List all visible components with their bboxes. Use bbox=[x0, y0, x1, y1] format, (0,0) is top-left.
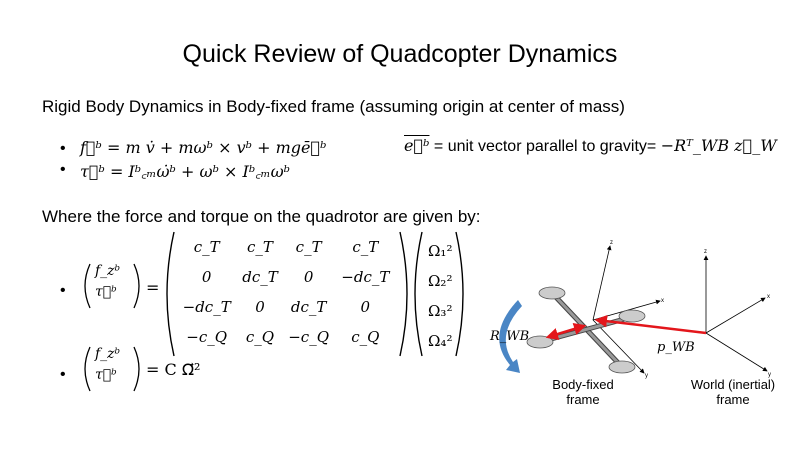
world-frame-axes bbox=[703, 255, 768, 372]
body-label-line2: frame bbox=[566, 392, 600, 407]
position-vector-arrow bbox=[594, 314, 707, 335]
rotation-arrow-icon bbox=[499, 300, 522, 373]
bullet: • bbox=[60, 366, 66, 383]
cell: dc_T bbox=[242, 268, 278, 286]
world-z-label: z bbox=[704, 249, 707, 255]
body-frame-axes bbox=[592, 245, 661, 374]
bullet: • bbox=[60, 282, 66, 299]
world-label-line1: World (inertial) bbox=[690, 377, 776, 392]
body-label-line1: Body-fixed bbox=[552, 377, 614, 392]
omega-3: Ω₃² bbox=[428, 302, 453, 320]
parentheses bbox=[84, 346, 140, 392]
bullet: • bbox=[60, 161, 66, 178]
matrix-row: c_T c_T c_T c_T bbox=[176, 232, 396, 262]
lhs-torque: τ⃗ᵇ bbox=[95, 284, 117, 300]
body-frame-label: Body-fixed frame bbox=[533, 377, 633, 407]
subtitle: Rigid Body Dynamics in Body-fixed frame … bbox=[42, 97, 625, 116]
world-label-line2: frame bbox=[716, 392, 750, 407]
cell: c_T bbox=[352, 238, 379, 256]
compact-equation: = C Ω⃗² bbox=[146, 360, 201, 379]
cell: 0 bbox=[303, 268, 314, 286]
rotor-speeds-vector: Ω₁² Ω₂² Ω₃² Ω₄² bbox=[428, 236, 452, 356]
matrix-row: −dc_T 0 dc_T 0 bbox=[176, 292, 396, 322]
quadcopter-body bbox=[526, 286, 646, 374]
omega-1: Ω₁² bbox=[428, 242, 453, 260]
bullet: • bbox=[60, 140, 66, 157]
coefficient-matrix: c_T c_T c_T c_T 0 dc_T 0 −dc_T −dc_T 0 dc_T 0 −c_… bbox=[176, 232, 461, 356]
cell: c_Q bbox=[351, 328, 380, 346]
body-z-label: z bbox=[610, 240, 613, 246]
cell: −c_Q bbox=[288, 328, 330, 346]
body-x-label: x bbox=[661, 298, 664, 304]
lhs-force: f_zᵇ bbox=[95, 263, 121, 279]
cell: −dc_T bbox=[341, 268, 390, 286]
world-frame-label: World (inertial) frame bbox=[673, 377, 793, 407]
world-y-label: y bbox=[768, 372, 771, 378]
cell: −dc_T bbox=[182, 298, 231, 316]
cell: 0 bbox=[255, 298, 265, 316]
omega-4: Ω₄² bbox=[428, 332, 453, 350]
cell: c_T bbox=[247, 238, 273, 256]
cell: c_T bbox=[295, 238, 322, 256]
world-x-label: x bbox=[767, 294, 770, 300]
lhs-force: f_zᵇ bbox=[95, 346, 121, 362]
cell: c_Q bbox=[245, 328, 275, 346]
cell: 0 bbox=[360, 298, 371, 316]
omega-2: Ω₂² bbox=[428, 272, 453, 290]
gravity-equation: −Rᵀ_WB z⃗_W bbox=[660, 136, 777, 155]
arm-length-arrow bbox=[545, 322, 587, 341]
cell: dc_T bbox=[290, 298, 327, 316]
equals-sign: = bbox=[146, 278, 160, 297]
position-label: p_WB bbox=[657, 340, 695, 355]
force-equation: f⃗ᵇ = m v̇ + mωᵇ × vᵇ + mgē⃗ᵇ bbox=[80, 138, 327, 157]
cell: −c_Q bbox=[186, 328, 228, 346]
lhs-torque: τ⃗ᵇ bbox=[95, 367, 117, 383]
gravity-definition: e⃗ᵇ = unit vector parallel to gravity= −… bbox=[404, 136, 777, 156]
cell: c_T bbox=[193, 238, 220, 256]
matrix-brackets bbox=[166, 231, 464, 357]
where-text: Where the force and torque on the quadro… bbox=[42, 207, 481, 226]
body-y-label: y bbox=[645, 373, 648, 379]
torque-equation: τ⃗ᵇ = Iᵇ꜀ₘω̇ᵇ + ωᵇ × Iᵇ꜀ₘωᵇ bbox=[80, 162, 291, 181]
parentheses bbox=[84, 263, 140, 309]
gravity-vector: e⃗ᵇ bbox=[404, 136, 430, 155]
gravity-text: = unit vector parallel to gravity= bbox=[429, 138, 661, 155]
rotation-label: R_WB bbox=[489, 329, 529, 344]
matrix-row: 0 dc_T 0 −dc_T bbox=[176, 262, 396, 292]
slide-title: Quick Review of Quadcopter Dynamics bbox=[182, 40, 618, 68]
matrix-row: −c_Q c_Q −c_Q c_Q bbox=[176, 322, 396, 352]
cell: 0 bbox=[201, 268, 212, 286]
